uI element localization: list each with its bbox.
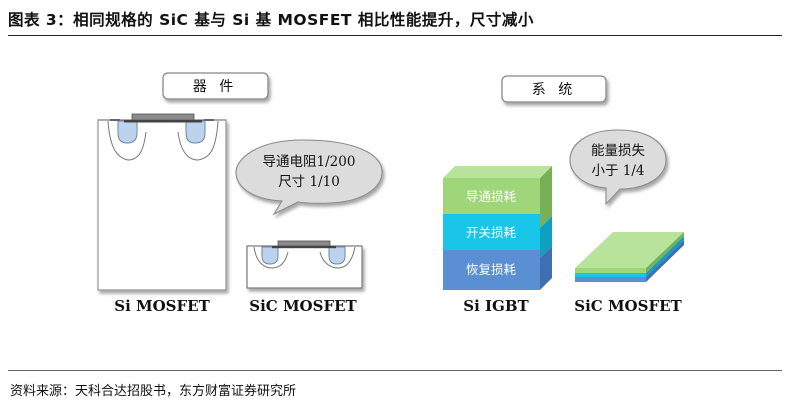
figure-title: 图表 3：相同规格的 SiC 基与 Si 基 MOSFET 相比性能提升，尺寸减…	[8, 11, 534, 29]
igbt-side-blue	[540, 246, 552, 290]
source-rule	[8, 370, 782, 371]
igbt-layer-bottom	[443, 250, 540, 290]
sic-depletion-right	[319, 246, 356, 269]
system-header-text: 系 统	[532, 82, 576, 98]
system-bubble: 能量损失 小于 1/4	[569, 129, 667, 206]
sic-stack-layer-cyan	[575, 273, 646, 277]
device-header-box: 器 件	[162, 72, 269, 100]
si-igbt-label: Si IGBT	[463, 297, 529, 315]
device-header-text: 器 件	[193, 79, 237, 95]
sic-mosfet-device	[246, 240, 363, 289]
igbt-layer-mid-label: 开关损耗	[466, 225, 517, 240]
source-note: 资料来源：天科合达招股书，东方财富证券研究所	[10, 384, 297, 399]
igbt-side-green	[540, 166, 552, 228]
igbt-side-cyan	[540, 216, 552, 258]
si-depletion-right	[177, 120, 219, 161]
si-gate-oxide	[124, 120, 202, 123]
sic-well-right	[328, 246, 346, 265]
si-mosfet-device	[97, 113, 227, 291]
sic-system-stack	[575, 232, 684, 282]
igbt-layer-top-label: 导通损耗	[466, 189, 517, 204]
si-mosfet-label: Si MOSFET	[114, 297, 210, 315]
sic-stack-layer-green	[575, 268, 646, 273]
system-bubble-line1: 能量损失	[591, 143, 645, 159]
sic-mosfet-system-label: SiC MOSFET	[574, 297, 682, 315]
title-rule	[8, 35, 782, 36]
igbt-layer-top	[443, 178, 540, 214]
device-bubble-line1: 导通电阻1/200	[263, 154, 356, 170]
si-mosfet-body	[97, 119, 227, 291]
sic-stack-top-face	[575, 232, 684, 268]
si-well-left	[117, 120, 138, 144]
igbt-top-face	[443, 166, 552, 178]
si-igbt-stack: 导通损耗 开关损耗 恢复损耗	[443, 166, 552, 290]
sic-stack-layer-blue	[575, 277, 646, 282]
si-well-right	[185, 120, 206, 144]
si-gate-metal	[131, 113, 195, 121]
sic-well-left	[261, 246, 279, 265]
igbt-layer-bottom-label: 恢复损耗	[466, 262, 517, 277]
system-header-box: 系 统	[501, 75, 607, 103]
si-depletion-left	[107, 120, 147, 161]
sic-gate-oxide	[272, 246, 336, 249]
sic-gate-metal	[277, 240, 331, 247]
sic-depletion-left	[253, 246, 289, 269]
sic-mosfet-device-label: SiC MOSFET	[249, 297, 357, 315]
igbt-layer-mid	[443, 214, 540, 250]
device-bubble: 导通电阻1/200 尺寸 1/10	[235, 139, 383, 216]
system-bubble-line2: 小于 1/4	[591, 163, 644, 179]
device-bubble-line2: 尺寸 1/10	[278, 174, 340, 190]
